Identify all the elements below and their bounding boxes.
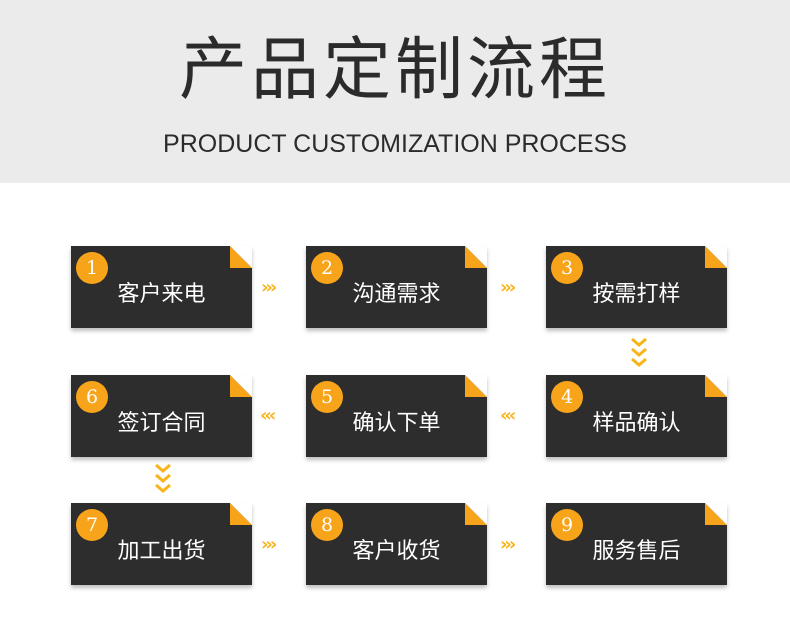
- corner-fold-icon: [705, 503, 727, 525]
- step-card-5: 5 确认下单: [306, 375, 487, 457]
- corner-fold-icon: [230, 375, 252, 397]
- step-label: 沟通需求: [352, 282, 441, 307]
- chevron-down-icon: [631, 337, 647, 367]
- step-number-badge: 2: [311, 252, 343, 284]
- step-number-badge: 7: [76, 509, 108, 541]
- step-label: 服务售后: [592, 539, 681, 564]
- header-banner: 产品定制流程 PRODUCT CUSTOMIZATION PROCESS: [0, 0, 790, 183]
- page-title: 产品定制流程: [178, 31, 611, 110]
- chevron-right-icon: ›››: [500, 534, 516, 555]
- corner-fold-icon: [465, 246, 487, 268]
- step-card-6: 6 签订合同: [71, 375, 252, 457]
- step-number-badge: 5: [311, 381, 343, 413]
- chevron-down-icon: [155, 463, 171, 493]
- corner-fold-icon: [230, 503, 252, 525]
- step-number-badge: 9: [551, 509, 583, 541]
- chevron-right-icon: ›››: [261, 534, 277, 555]
- step-card-3: 3 按需打样: [546, 246, 727, 328]
- step-label: 客户来电: [117, 282, 206, 307]
- step-label: 客户收货: [352, 539, 441, 564]
- step-label: 确认下单: [352, 411, 441, 436]
- step-card-7: 7 加工出货: [71, 503, 252, 585]
- step-number-badge: 6: [76, 381, 108, 413]
- corner-fold-icon: [465, 503, 487, 525]
- step-card-9: 9 服务售后: [546, 503, 727, 585]
- step-label: 签订合同: [117, 411, 206, 436]
- step-label: 按需打样: [592, 282, 681, 307]
- corner-fold-icon: [465, 375, 487, 397]
- corner-fold-icon: [705, 246, 727, 268]
- chevron-left-icon: ‹‹‹: [500, 405, 516, 426]
- step-number-badge: 4: [551, 381, 583, 413]
- step-card-4: 4 样品确认: [546, 375, 727, 457]
- step-card-2: 2 沟通需求: [306, 246, 487, 328]
- step-number-badge: 1: [76, 252, 108, 284]
- page-subtitle: PRODUCT CUSTOMIZATION PROCESS: [163, 130, 627, 158]
- step-card-1: 1 客户来电: [71, 246, 252, 328]
- step-number-badge: 3: [551, 252, 583, 284]
- chevron-right-icon: ›››: [500, 277, 516, 298]
- step-number-badge: 8: [311, 509, 343, 541]
- chevron-left-icon: ‹‹‹: [260, 405, 276, 426]
- step-label: 加工出货: [117, 539, 206, 564]
- step-label: 样品确认: [592, 411, 681, 436]
- step-card-8: 8 客户收货: [306, 503, 487, 585]
- chevron-right-icon: ›››: [261, 277, 277, 298]
- corner-fold-icon: [230, 246, 252, 268]
- corner-fold-icon: [705, 375, 727, 397]
